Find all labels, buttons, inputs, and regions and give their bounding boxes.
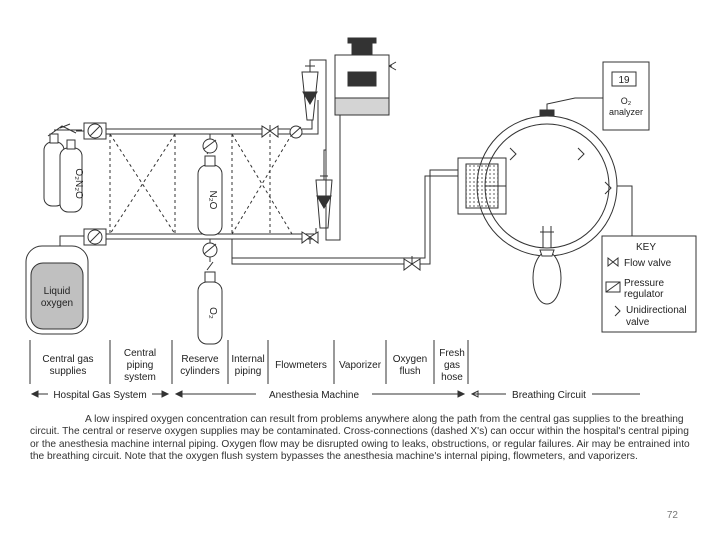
label-central-piping-2: piping bbox=[127, 360, 154, 371]
label-reserve-cylinders-1: Reserve bbox=[181, 354, 219, 365]
gas-delivery-diagram: N₂O O₂ N₂O O₂ Liquid oxygen 19 O₂ analyz… bbox=[25, 37, 697, 401]
cross-connection-machine bbox=[231, 133, 293, 235]
label-flowmeters: Flowmeters bbox=[275, 360, 327, 371]
liquid-oxygen-tank bbox=[25, 245, 89, 335]
reserve-n2o-cylinder bbox=[197, 145, 223, 236]
label-vaporizer: Vaporizer bbox=[339, 360, 382, 371]
label-oxygen-flush-1: Oxygen bbox=[393, 354, 427, 365]
label-oxygen-flush-2: flush bbox=[399, 366, 420, 377]
key-title: KEY bbox=[636, 242, 656, 253]
analyzer-label-1: O₂ bbox=[621, 96, 632, 106]
reserve-o2-cylinder bbox=[197, 261, 223, 345]
key-unidirectional-valve-2: valve bbox=[626, 317, 650, 328]
reserve-pressure-regulator-lower bbox=[202, 242, 218, 258]
central-o2-cylinder bbox=[59, 139, 83, 213]
n2o-tank-label: N₂O bbox=[73, 180, 84, 199]
label-fresh-gas-hose-2: gas bbox=[444, 360, 460, 371]
label-central-gas-supplies-2: supplies bbox=[50, 366, 87, 377]
liquid-oxygen-label-1: Liquid bbox=[44, 286, 71, 297]
label-central-piping-3: system bbox=[124, 372, 156, 383]
flow-valve-lower bbox=[301, 231, 319, 244]
cross-connection-piping bbox=[109, 133, 176, 235]
analyzer-label-2: analyzer bbox=[609, 107, 643, 117]
label-fresh-gas-hose-3: hose bbox=[441, 372, 463, 383]
o2-analyzer bbox=[602, 61, 650, 131]
section-breathing: Breathing Circuit bbox=[512, 390, 586, 401]
central-pressure-regulator-upper bbox=[83, 122, 107, 140]
o2-sensor bbox=[539, 97, 605, 117]
label-central-piping-1: Central bbox=[124, 348, 156, 359]
section-machine: Anesthesia Machine bbox=[269, 390, 359, 401]
o2-tank-label: O₂ bbox=[73, 168, 84, 180]
label-internal-piping-2: piping bbox=[235, 366, 262, 377]
reservoir-bag bbox=[532, 226, 562, 305]
label-reserve-cylinders-2: cylinders bbox=[180, 366, 219, 377]
central-pressure-regulator-lower bbox=[83, 228, 107, 246]
liquid-oxygen-label-2: oxygen bbox=[41, 298, 73, 309]
key-pressure-regulator-1: Pressure bbox=[624, 278, 664, 289]
key-flow-valve: Flow valve bbox=[624, 258, 672, 269]
key-box bbox=[601, 235, 697, 333]
key-unidirectional-valve-1: Unidirectional bbox=[626, 305, 687, 316]
vaporizer bbox=[334, 37, 390, 116]
label-central-gas-supplies-1: Central gas bbox=[42, 354, 93, 365]
key-pressure-regulator-2: regulator bbox=[624, 289, 664, 300]
page-number: 72 bbox=[666, 510, 678, 521]
label-internal-piping-1: Internal bbox=[231, 354, 264, 365]
pressure-regulator-machine bbox=[289, 125, 303, 139]
reserve-pressure-regulator-upper bbox=[202, 138, 218, 154]
label-fresh-gas-hose-1: Fresh bbox=[439, 348, 465, 359]
figure-caption: A low inspired oxygen concentration can … bbox=[30, 414, 690, 463]
reserve-o2-label: O₂ bbox=[207, 307, 218, 319]
reserve-n2o-label: N₂O bbox=[207, 191, 218, 210]
analyzer-reading: 19 bbox=[618, 75, 630, 86]
section-hospital: Hospital Gas System bbox=[53, 390, 146, 401]
flowmeter-lower bbox=[315, 179, 333, 229]
flowmeter-upper bbox=[301, 71, 319, 121]
flow-valve-upper bbox=[261, 125, 279, 138]
